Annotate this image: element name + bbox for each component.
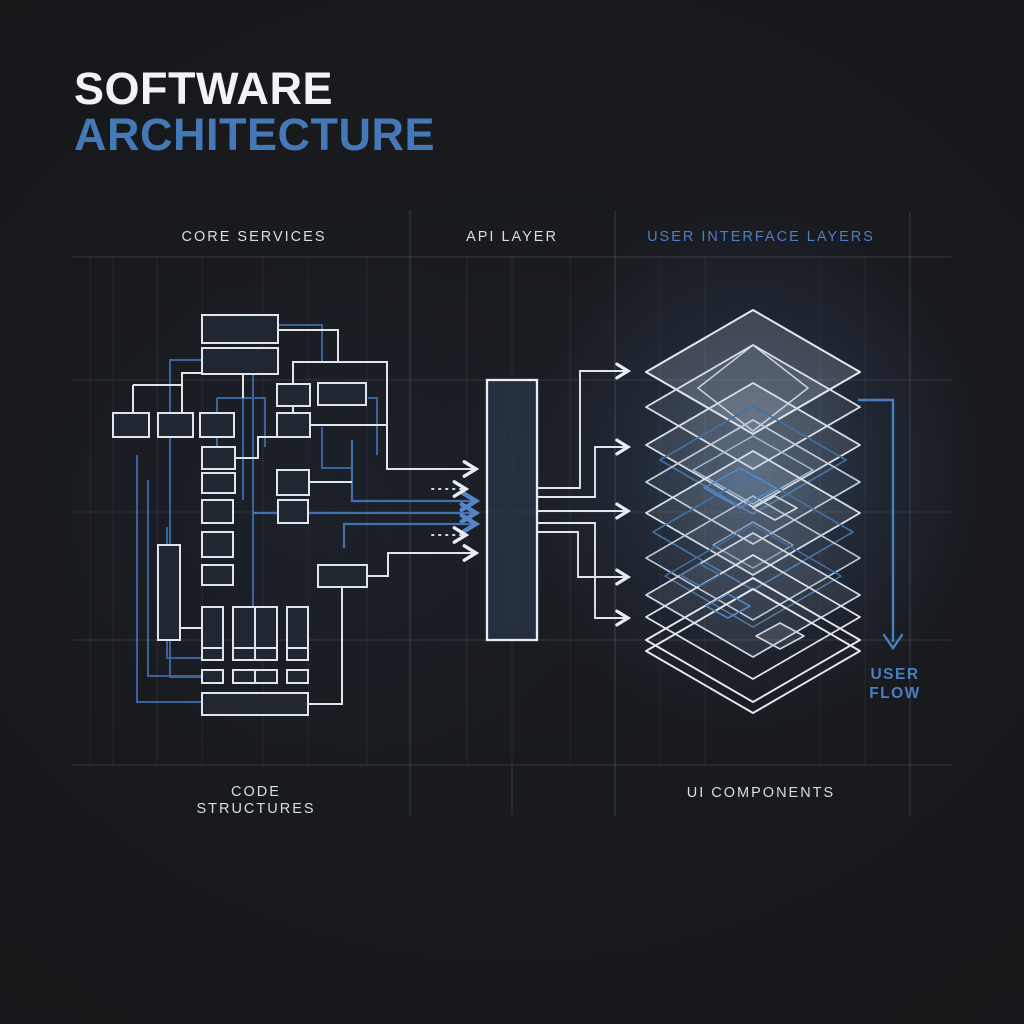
service-box	[201, 499, 234, 524]
code-structure-blue-links	[136, 324, 378, 703]
component-chip	[679, 563, 721, 587]
ui-layer	[645, 344, 861, 470]
service-box	[276, 469, 310, 496]
service-box	[201, 669, 224, 684]
service-box	[276, 412, 311, 438]
ui-layer-base	[645, 577, 861, 703]
service-box	[286, 669, 309, 684]
ui-layer-inner	[692, 435, 814, 505]
component-chip	[703, 467, 777, 509]
page-title: SOFTWARE ARCHITECTURE	[74, 63, 435, 160]
service-box	[317, 382, 367, 406]
column-box	[201, 606, 224, 661]
title-line-2: ARCHITECTURE	[74, 109, 435, 160]
label-user-interface-layers: USER INTERFACE LAYERS	[647, 229, 875, 245]
label-ui-components: UI COMPONENTS	[687, 785, 835, 801]
label-user-flow-line1: USER	[870, 666, 919, 683]
ui-layer-base	[645, 588, 861, 714]
section-labels: CORE SERVICES API LAYER USER INTERFACE L…	[182, 229, 921, 817]
column-box	[286, 606, 309, 661]
core-services-flowchart	[112, 314, 480, 716]
dotted-feed-arrows	[431, 480, 470, 544]
service-box	[276, 383, 311, 407]
service-box	[201, 472, 236, 494]
service-box	[201, 347, 279, 375]
service-box	[199, 412, 235, 438]
ui-layer-inner	[712, 521, 794, 569]
ui-layer-blue	[664, 524, 842, 628]
api-fanout-arrows	[537, 362, 632, 627]
stack-glow	[520, 205, 990, 735]
title-line-1: SOFTWARE	[74, 63, 333, 114]
base-bar-box	[201, 692, 309, 716]
service-box	[157, 412, 194, 438]
api-layer-block	[485, 378, 539, 642]
ui-layer	[645, 382, 861, 508]
label-user-flow-line2: FLOW	[869, 685, 921, 702]
blueprint-grid	[73, 256, 952, 766]
service-box	[112, 412, 150, 438]
tall-module-box	[157, 544, 181, 641]
service-box	[277, 499, 309, 524]
component-chip	[752, 495, 798, 521]
label-code-structures-line1: CODE	[231, 784, 281, 800]
component-chip	[755, 622, 805, 650]
label-core-services: CORE SERVICES	[182, 229, 327, 245]
ui-component-chips	[679, 467, 805, 650]
flowchart-connectors	[132, 329, 480, 705]
arrow-down-icon	[882, 633, 904, 651]
ui-layers-stack	[645, 309, 861, 714]
component-chip	[705, 593, 751, 619]
user-flow-arrow	[858, 398, 904, 651]
ui-layer-blue	[659, 405, 847, 515]
label-code-structures-line2: STRUCTURES	[196, 801, 315, 817]
ui-layer-blue	[652, 473, 854, 591]
service-box	[317, 564, 368, 588]
ui-layer	[645, 309, 861, 435]
ui-layer	[645, 419, 861, 545]
service-box	[201, 314, 279, 344]
service-box	[201, 564, 234, 586]
service-box	[201, 531, 234, 558]
service-box	[201, 446, 236, 470]
label-api-layer: API LAYER	[466, 229, 558, 245]
